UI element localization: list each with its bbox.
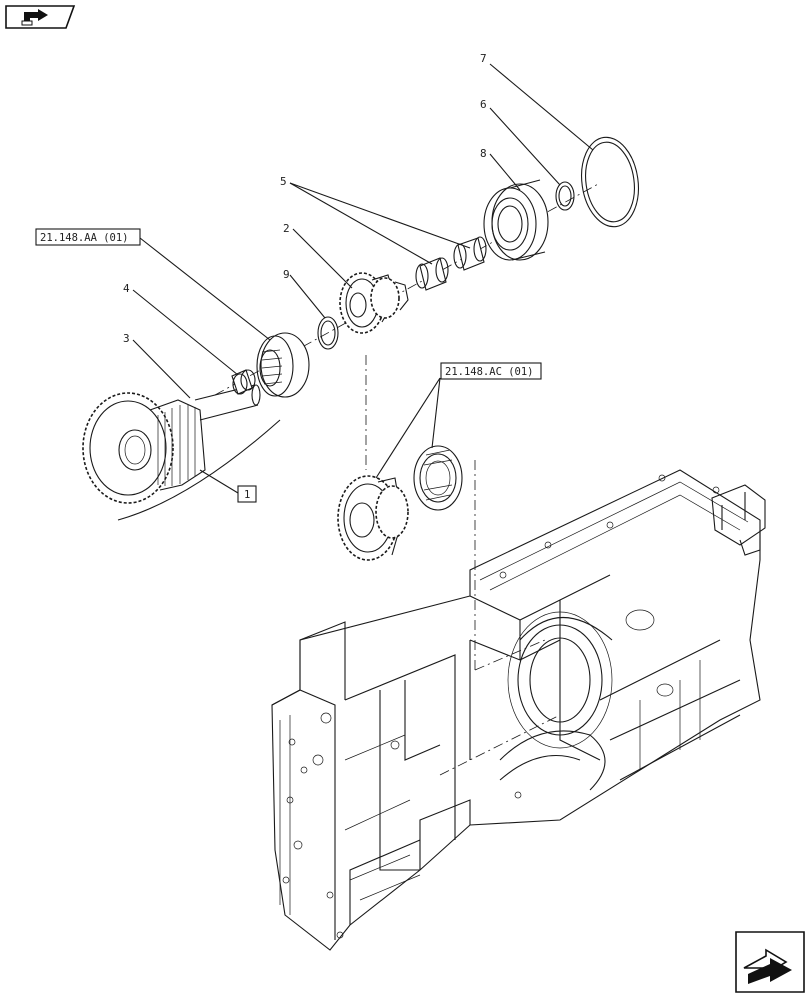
callout-6: 6 [480, 98, 487, 111]
reference-box-ac[interactable]: 21.148.AC (01) [440, 362, 542, 380]
callout-4: 4 [123, 282, 130, 295]
part-3-gear-shaft [82, 384, 261, 504]
part-4-bushing [231, 369, 256, 395]
reference-label-ac: 21.148.AC (01) [445, 366, 534, 378]
synchronizer-hub [256, 332, 310, 398]
transmission-housing [271, 469, 766, 951]
part-7-large-circlip [581, 136, 639, 228]
forward-arrow-icon [735, 931, 805, 993]
callout-5: 5 [280, 175, 287, 188]
part-2-double-gear [339, 272, 409, 334]
back-arrow-icon [5, 5, 76, 29]
callout-7: 7 [480, 52, 487, 65]
previous-page-button[interactable] [4, 4, 76, 30]
callout-numbers: 7 6 8 5 2 9 4 3 [123, 52, 487, 345]
housing-bolt-holes [282, 474, 720, 939]
part-8-bearing [483, 179, 549, 261]
part-6-circlip [555, 181, 575, 211]
gear-assembly-ac [337, 445, 463, 561]
callout-2: 2 [283, 222, 290, 235]
reference-box-1[interactable]: 1 [237, 485, 257, 503]
next-page-button[interactable] [734, 930, 806, 994]
part-9-snap-ring [317, 316, 339, 350]
callout-9: 9 [283, 268, 290, 281]
callout-8: 8 [480, 147, 487, 160]
reference-box-aa[interactable]: 21.148.AA (01) [35, 228, 141, 246]
reference-label-aa: 21.148.AA (01) [40, 232, 129, 244]
reference-label-1: 1 [244, 489, 250, 501]
callout-3: 3 [123, 332, 130, 345]
part-5-sleeves [415, 236, 487, 291]
leader-lines [117, 63, 594, 521]
